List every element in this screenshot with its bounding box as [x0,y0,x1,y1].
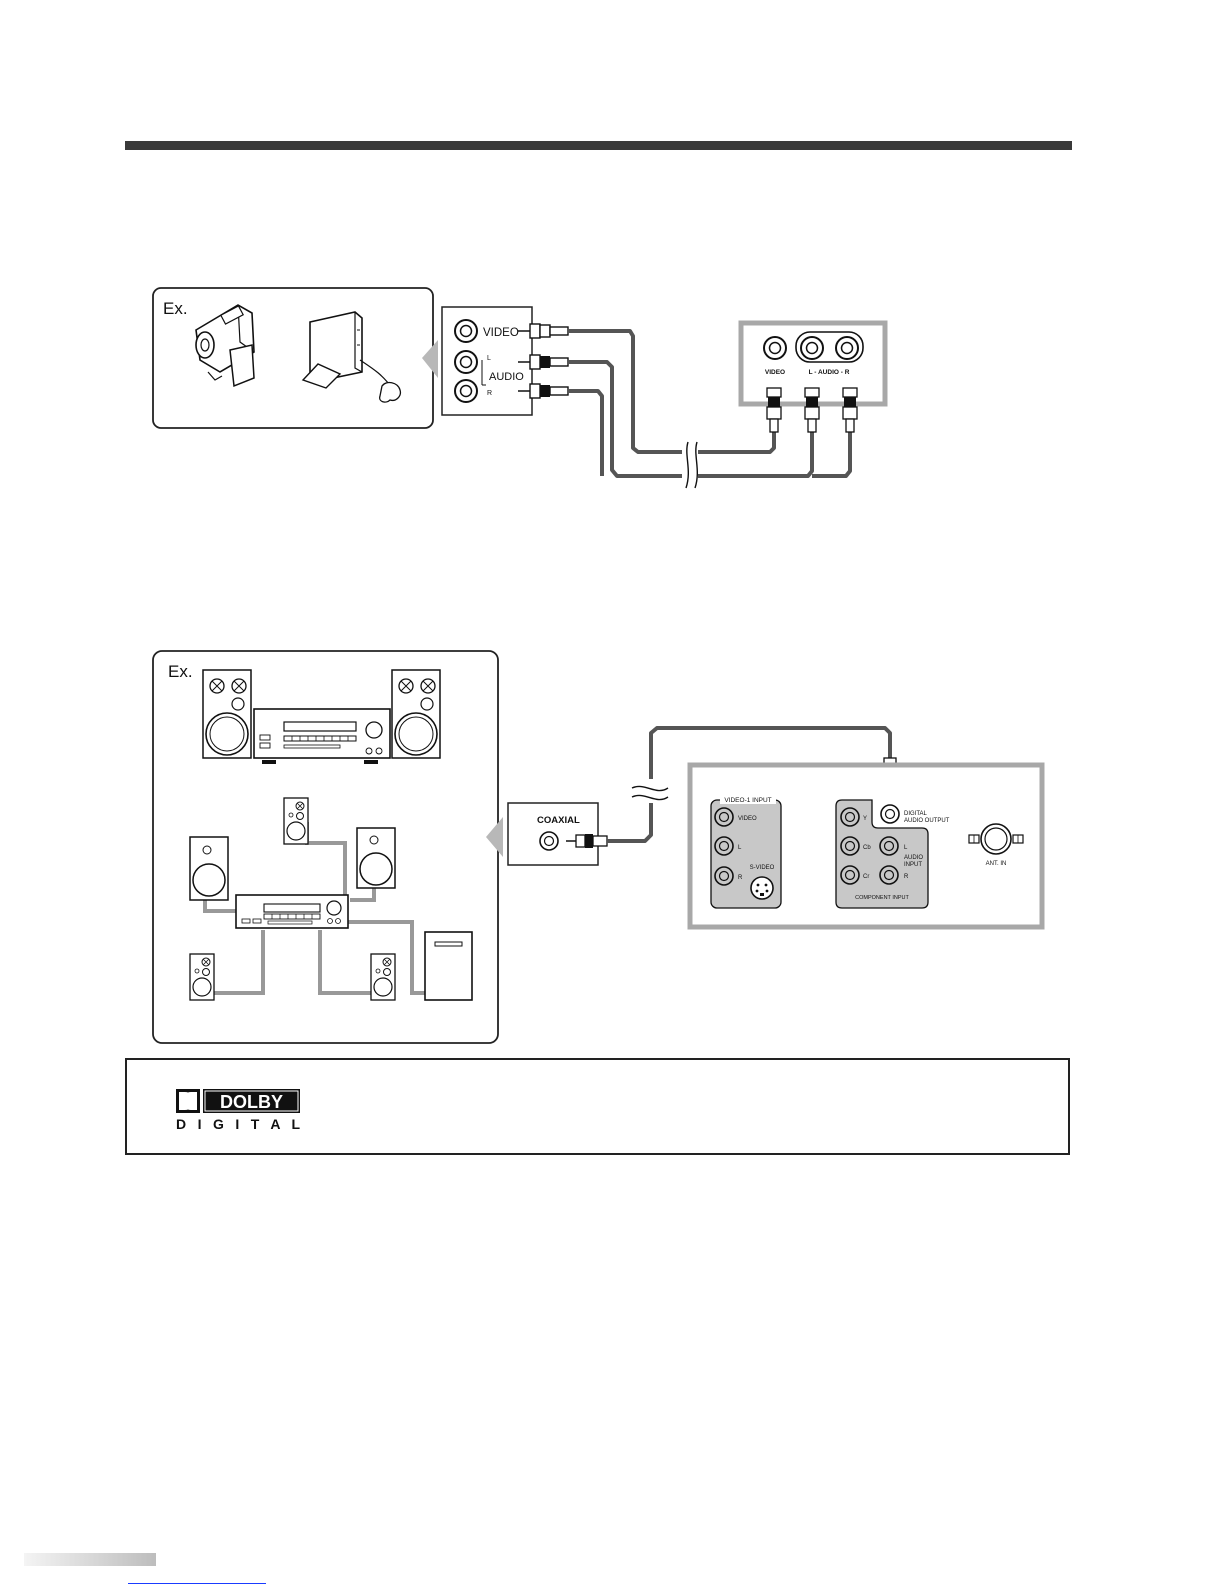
component-y-label: Y [863,816,867,822]
antenna-label: ANT. IN [986,861,1007,867]
tv-rear-panel: VIDEO-1 INPUT VIDEO L R S-VIDEO Y Cb Cr … [690,765,1042,927]
tv-audio-label: L - AUDIO - R [809,369,850,376]
source-left-label: L [487,355,491,362]
digital-output-label-2: AUDIO OUTPUT [904,818,950,824]
rear-right-speaker-icon [371,954,395,1000]
cable-break-icon [632,779,670,803]
rca-plugs-tv [767,388,857,432]
av-receiver-icon [236,895,348,928]
component-cr-label: Cr [863,874,869,880]
bottom-link-rule [128,1583,266,1584]
component-input-label: COMPONENT INPUT [855,895,909,901]
source-output-jacks: VIDEO L AUDIO R [442,307,532,415]
coaxial-input-box: COAXIAL [508,803,607,865]
audio-input-label-1: AUDIO [904,855,923,861]
svideo-jack-icon [751,877,773,899]
panel-2-audio-systems: Ex. [153,651,498,1043]
component-cb-label: Cb [863,845,871,851]
left-speaker-icon [203,670,251,758]
source-right-label: R [487,390,492,397]
audio-input-label-2: INPUT [904,862,922,868]
front-right-speaker-icon [357,828,395,888]
subwoofer-icon [425,932,472,1000]
video1-video-label: VIDEO [738,816,757,822]
source-audio-label: AUDIO [489,371,524,383]
example-label-2: Ex. [168,662,193,681]
cable-break-icon [682,442,698,488]
front-left-speaker-icon [190,837,228,900]
panel-1-example-devices: Ex. [153,288,433,428]
rear-left-speaker-icon [190,954,214,1000]
audio-input-r-label: R [904,874,909,880]
video1-r-label: R [738,875,743,881]
tv-video-label: VIDEO [765,369,785,376]
digital-output-label-1: DIGITAL [904,811,928,817]
svideo-label: S-VIDEO [750,865,775,871]
dolby-digital-text: D I G I T A L [176,1116,300,1131]
dolby-digital-logo: DOLBY D I G I T A L [176,1089,306,1131]
right-speaker-icon [392,670,440,758]
center-speaker-icon [284,798,308,844]
coaxial-label: COAXIAL [537,815,580,826]
example-label-1: Ex. [163,299,188,318]
page-tab-marker [24,1553,156,1566]
video1-input-label: VIDEO-1 INPUT [724,797,771,804]
source-video-label: VIDEO [483,327,519,339]
dolby-brand-text: DOLBY [220,1092,283,1112]
